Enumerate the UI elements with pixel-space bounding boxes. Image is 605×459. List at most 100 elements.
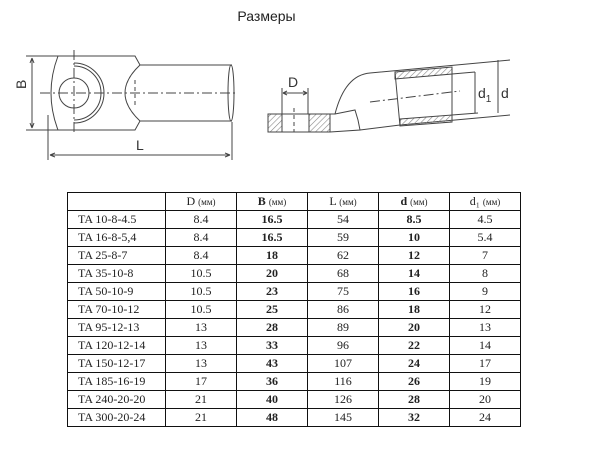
cell-d1: 24 [449, 408, 521, 427]
cell-d1: 17 [449, 354, 521, 373]
cell-D: 10.5 [165, 282, 237, 301]
cell-d: 24 [378, 354, 450, 373]
header-B: B (мм) [236, 192, 308, 211]
page-title: Размеры [0, 8, 605, 24]
cell-name: TA 25-8-7 [67, 246, 166, 265]
cell-B: 18 [236, 246, 308, 265]
cell-d: 26 [378, 372, 450, 391]
cell-d1: 9 [449, 282, 521, 301]
cell-B: 20 [236, 264, 308, 283]
cell-name: TA 240-20-20 [67, 390, 166, 409]
cell-L: 116 [307, 372, 379, 391]
cell-D: 8.4 [165, 246, 237, 265]
table-header-row: D (мм) B (мм) L (мм) d (мм) d₁ (мм) [67, 192, 521, 211]
cell-B: 48 [236, 408, 308, 427]
cell-d: 14 [378, 264, 450, 283]
cell-d: 22 [378, 336, 450, 355]
cell-D: 13 [165, 354, 237, 373]
cell-L: 75 [307, 282, 379, 301]
cell-L: 107 [307, 354, 379, 373]
top-view [26, 50, 238, 160]
cell-name: TA 70-10-12 [67, 300, 166, 319]
cell-d1: 19 [449, 372, 521, 391]
cell-d: 12 [378, 246, 450, 265]
cell-d: 10 [378, 228, 450, 247]
label-L: L [136, 137, 144, 153]
cell-B: 33 [236, 336, 308, 355]
cell-D: 17 [165, 372, 237, 391]
title-text: Размеры [237, 8, 296, 24]
cell-d1: 20 [449, 390, 521, 409]
cell-L: 59 [307, 228, 379, 247]
cell-B: 23 [236, 282, 308, 301]
lug-drawing: B L D d1 d [13, 50, 511, 160]
cell-D: 8.4 [165, 210, 237, 229]
cell-d1: 7 [449, 246, 521, 265]
cell-L: 86 [307, 300, 379, 319]
cell-B: 16.5 [236, 210, 308, 229]
label-B: B [13, 80, 29, 89]
cell-d: 16 [378, 282, 450, 301]
cell-B: 40 [236, 390, 308, 409]
cell-d: 20 [378, 318, 450, 337]
cell-name: TA 10-8-4.5 [67, 210, 166, 229]
cell-d1: 8 [449, 264, 521, 283]
cell-name: TA 35-10-8 [67, 264, 166, 283]
cell-name: TA 16-8-5,4 [67, 228, 166, 247]
cell-D: 8.4 [165, 228, 237, 247]
cell-L: 68 [307, 264, 379, 283]
cell-L: 62 [307, 246, 379, 265]
cell-d: 18 [378, 300, 450, 319]
cell-D: 13 [165, 318, 237, 337]
header-d: d (мм) [378, 192, 450, 211]
label-D: D [288, 74, 298, 90]
cell-name: TA 50-10-9 [67, 282, 166, 301]
cell-D: 21 [165, 390, 237, 409]
cell-d: 8.5 [378, 210, 450, 229]
cell-B: 28 [236, 318, 308, 337]
cell-L: 126 [307, 390, 379, 409]
header-blank [67, 192, 166, 211]
cell-d1: 12 [449, 300, 521, 319]
cell-D: 10.5 [165, 264, 237, 283]
cell-name: TA 95-12-13 [67, 318, 166, 337]
side-view [267, 59, 511, 133]
cell-L: 96 [307, 336, 379, 355]
cell-L: 145 [307, 408, 379, 427]
label-d: d [501, 85, 509, 101]
cell-name: TA 300-20-24 [67, 408, 166, 427]
cell-B: 43 [236, 354, 308, 373]
header-L: L (мм) [307, 192, 379, 211]
cell-B: 16.5 [236, 228, 308, 247]
cell-B: 25 [236, 300, 308, 319]
header-d1: d₁ (мм) [449, 192, 521, 211]
cell-L: 89 [307, 318, 379, 337]
cell-d1: 5.4 [449, 228, 521, 247]
header-D: D (мм) [165, 192, 237, 211]
cell-name: TA 150-12-17 [67, 354, 166, 373]
cell-d1: 14 [449, 336, 521, 355]
cell-d: 28 [378, 390, 450, 409]
cell-name: TA 120-12-14 [67, 336, 166, 355]
cell-D: 21 [165, 408, 237, 427]
cell-D: 13 [165, 336, 237, 355]
cell-d1: 13 [449, 318, 521, 337]
dimensions-table: D (мм) B (мм) L (мм) d (мм) d₁ (мм) TA 1… [67, 192, 521, 427]
cell-name: TA 185-16-19 [67, 372, 166, 391]
cell-d: 32 [378, 408, 450, 427]
label-d1: d1 [478, 85, 492, 105]
cell-B: 36 [236, 372, 308, 391]
cell-d1: 4.5 [449, 210, 521, 229]
